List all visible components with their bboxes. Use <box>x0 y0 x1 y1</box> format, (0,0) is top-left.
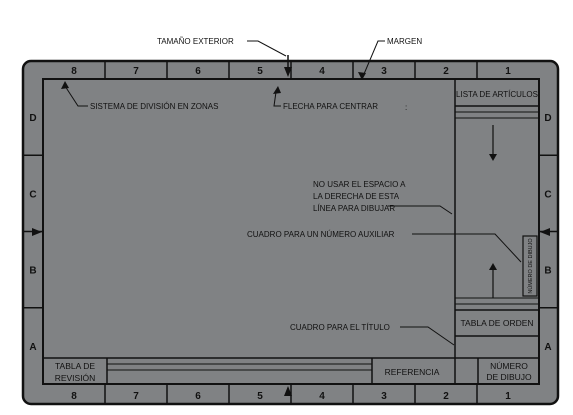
zone-row-left-D: D <box>29 113 36 124</box>
revision-table-label-2: REVISIÓN <box>55 373 96 383</box>
zone-col-bottom-3: 3 <box>381 391 387 402</box>
drawing-number-label-1: NÚMERO <box>490 361 528 371</box>
outer-size-callout: TAMAÑO EXTERIOR <box>157 37 234 46</box>
zone-col-top-3: 3 <box>381 66 387 77</box>
center-arrow-left <box>32 228 42 236</box>
center-arrow-right <box>540 228 550 236</box>
no-draw-callout-1: NO USAR EL ESPACIO A <box>313 180 406 189</box>
center-arrow-top <box>284 67 292 77</box>
no-draw-callout-3: LÍNEA PARA DIBUJAR <box>313 204 395 213</box>
aux-number-box <box>522 235 538 297</box>
svg-text::: : <box>405 103 407 112</box>
zone-row-left-B: B <box>29 266 36 277</box>
drawing-area <box>42 78 540 385</box>
zone-col-bottom-8: 8 <box>71 391 77 402</box>
zone-col-top-6: 6 <box>195 66 201 77</box>
zone-col-top-5: 5 <box>257 66 263 77</box>
zone-col-bottom-4: 4 <box>319 391 325 402</box>
margin-callout: MARGEN <box>387 37 422 46</box>
zone-col-top-4: 4 <box>319 66 325 77</box>
zone-row-right-D: D <box>544 113 551 124</box>
zone-col-bottom-6: 6 <box>195 391 201 402</box>
center-arrow-bottom <box>284 386 292 396</box>
aux-number-callout: CUADRO PARA UN NÚMERO AUXILIAR <box>247 230 395 239</box>
parts-list-label: LISTA DE ARTÍCULOS <box>456 90 538 99</box>
aux-drawing-number-label: NÚMERO DE DIBUJO <box>527 238 534 294</box>
title-box-callout: CUADRO PARA EL TÍTULO <box>290 323 390 332</box>
reference-label: REFERENCIA <box>385 367 440 377</box>
zone-col-bottom-1: 1 <box>505 391 511 402</box>
drawing-number-label-2: DE DIBUJO <box>486 372 532 382</box>
zone-col-bottom-7: 7 <box>133 391 139 402</box>
zone-row-right-A: A <box>544 342 551 353</box>
centering-arrow-callout: FLECHA PARA CENTRAR <box>283 102 378 111</box>
order-table-label: TABLA DE ORDEN <box>460 318 533 328</box>
zone-col-top-1: 1 <box>505 66 511 77</box>
zone-row-right-B: B <box>544 266 551 277</box>
leader-lines <box>64 40 522 346</box>
no-draw-callout-2: LA DERECHA DE ESTA <box>313 192 400 201</box>
zone-row-left-A: A <box>29 342 36 353</box>
zone-col-top-8: 8 <box>71 66 77 77</box>
zone-col-bottom-5: 5 <box>257 391 263 402</box>
zone-row-left-C: C <box>29 189 36 200</box>
zone-col-top-2: 2 <box>443 66 449 77</box>
zone-col-top-7: 7 <box>133 66 139 77</box>
zoning-system-callout: SISTEMA DE DIVISIÓN EN ZONAS <box>90 102 218 111</box>
revision-table-label-1: TABLA DE <box>55 361 95 371</box>
zone-row-right-C: C <box>544 189 551 200</box>
zone-col-bottom-2: 2 <box>443 391 449 402</box>
